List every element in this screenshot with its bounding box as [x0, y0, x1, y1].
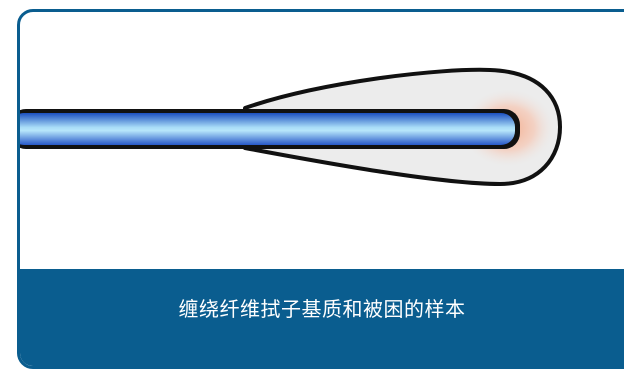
- figure-caption: 缠绕纤维拭子基质和被困的样本: [178, 297, 466, 321]
- figure-card: 缠绕纤维拭子基质和被困的样本: [17, 9, 624, 369]
- swab-diagram: [20, 67, 562, 186]
- caption-bar: 缠绕纤维拭子基质和被困的样本: [20, 269, 624, 366]
- swab-shaft-icon: [20, 113, 515, 145]
